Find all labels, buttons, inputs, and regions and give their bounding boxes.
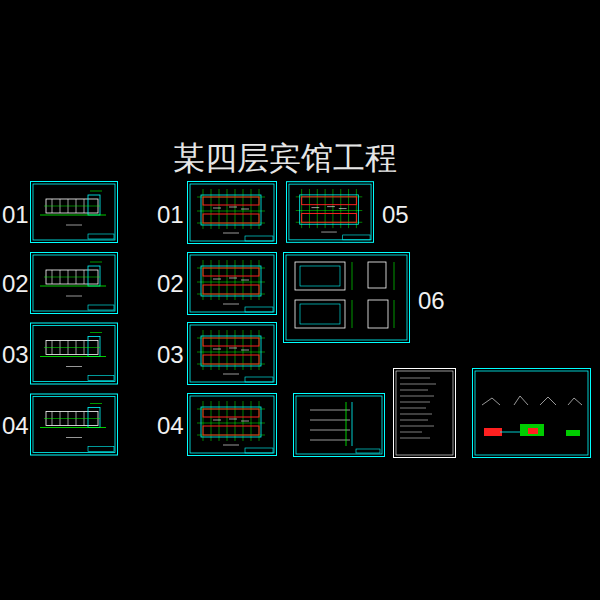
sheet-number: 03 bbox=[2, 343, 29, 367]
sheet-number: 01 bbox=[2, 203, 29, 227]
sheet-number: 04 bbox=[157, 414, 184, 438]
sheet-number: 02 bbox=[2, 272, 29, 296]
sheet-number: 03 bbox=[157, 343, 184, 367]
drawing-title: 某四层宾馆工程 bbox=[173, 142, 397, 174]
sheet-number: 04 bbox=[2, 414, 29, 438]
sheet-number: 02 bbox=[157, 272, 184, 296]
sheet-number: 01 bbox=[157, 203, 184, 227]
sheet-number: 05 bbox=[382, 203, 409, 227]
sheet-number: 06 bbox=[418, 289, 445, 313]
